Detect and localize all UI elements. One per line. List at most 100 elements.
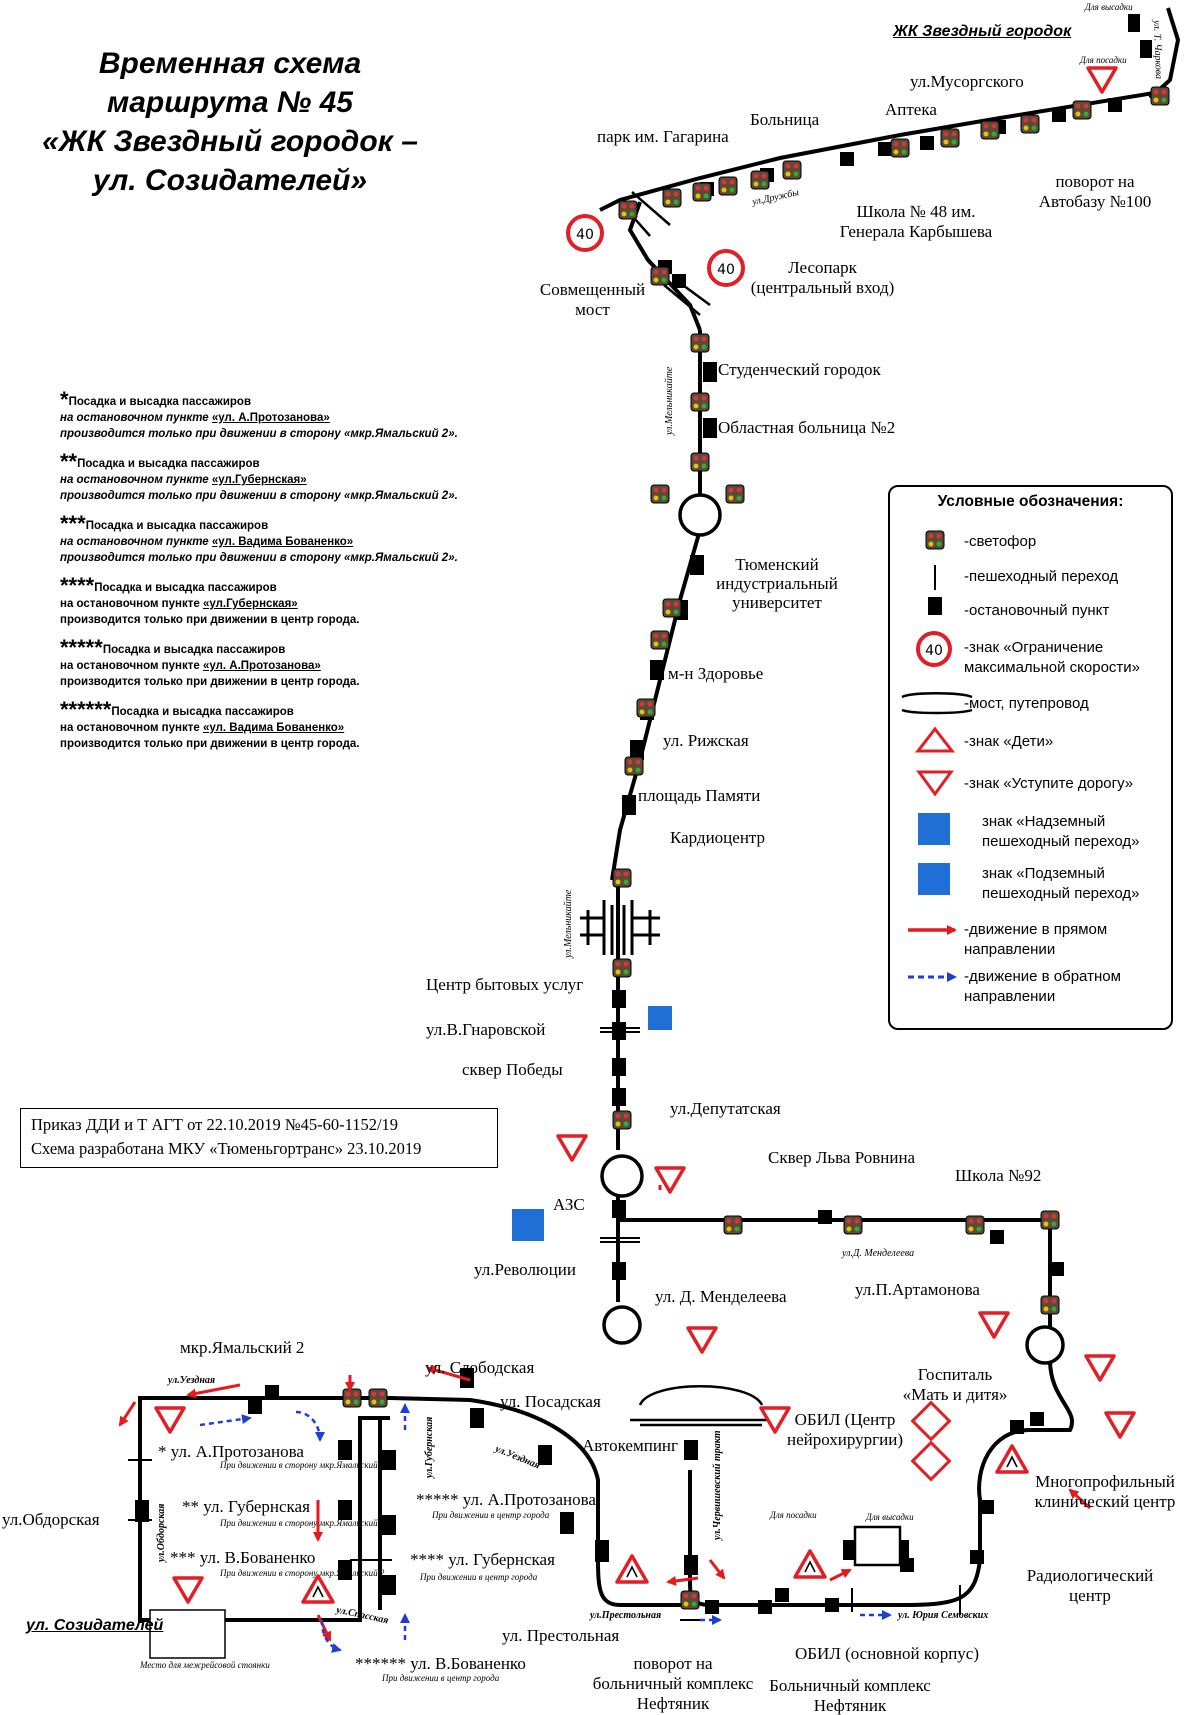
street-melnikayte-top: ул.Мельникайте: [664, 366, 675, 435]
legend-children-icon: [914, 726, 956, 753]
note-gubernskaya-left: При движении в сторону мкр.Ямальский 2: [220, 1518, 385, 1528]
note-drop-obil: Для высадки: [866, 1512, 914, 1522]
street-gubernskaya: ул.Губернская: [424, 1416, 435, 1478]
stop-lesopark: Лесопарк (центральный вход): [750, 258, 895, 297]
stop-protozanova-left: * ул. А.Протозанова: [158, 1442, 304, 1461]
speed-signs: [566, 214, 745, 287]
legend: Условные обозначения: -светофор -пешеход…: [888, 485, 1173, 1030]
stop-cbu: Центр бытовых услуг: [426, 975, 584, 994]
street-obdorskaya: ул.Обдорская: [156, 1503, 167, 1562]
stop-mkc: Многопрофильный клинический центр: [1034, 1472, 1176, 1511]
roundabout-revolyucii: [602, 1305, 642, 1345]
stop-radiolog: Радиологический центр: [1026, 1566, 1154, 1605]
stop-neftyanik: Больничный комплекс Нефтяник: [769, 1676, 931, 1715]
note-bovanenko-right: При движении в центр города: [382, 1673, 500, 1683]
street-melnikayte-mid: ул.Мельникайте: [563, 889, 574, 958]
street-chervishevsky: ул.Червишевский тракт: [712, 1430, 723, 1540]
stop-apteka: Аптека: [885, 100, 937, 119]
stop-gubernskaya-left: ** ул. Губернская: [182, 1497, 310, 1516]
parking-box: [149, 1609, 226, 1659]
stop-sozidateley: ул. Созидателей: [26, 1617, 164, 1634]
overpass-mid: [580, 900, 660, 955]
stop-skver-pobedy: сквер Победы: [462, 1060, 563, 1079]
legend-item-overpass: знак «Надземный пешеходный переход»: [982, 813, 1140, 850]
note-bovanenko-left: При движении в сторону мкр.Ямальский 2: [220, 1568, 385, 1578]
stop-zdorovie: м-н Здоровье: [668, 664, 764, 683]
stop-most: Совмещенный мост: [539, 280, 646, 319]
crossings: [128, 1027, 961, 1621]
note-board-top: Для посадки: [1080, 55, 1127, 65]
stop-gubernskaya-right: **** ул. Губернская: [410, 1550, 555, 1569]
legend-item-forward: -движение в прямом направлении: [964, 921, 1108, 958]
legend-item-stop: -остановочный пункт: [964, 602, 1110, 619]
hazard-signs: [910, 1400, 952, 1482]
legend-item-children: -знак «Дети»: [964, 733, 1054, 750]
stop-obl2: Областная больница №2: [718, 418, 896, 437]
stop-park: парк им. Гагарина: [597, 127, 729, 146]
stop-revolyucii: ул.Революции: [474, 1260, 576, 1279]
stop-bolnica: Больница: [750, 110, 820, 129]
stops: [135, 14, 1152, 1632]
stop-pamyati: площадь Памяти: [638, 786, 761, 805]
order-line-1: Приказ ДДИ и Т АГТ от 22.10.2019 №45-60-…: [31, 1115, 399, 1134]
legend-item-speed: -знак «Ограничение максимальной скорости…: [964, 639, 1141, 676]
stop-yamalsky: мкр.Ямальский 2: [180, 1338, 305, 1357]
note-board-obil: Для посадки: [770, 1510, 817, 1520]
note-mesto: Место для межрейсовой стоянки: [140, 1660, 270, 1670]
pedestrian-signs: [512, 1006, 672, 1241]
stop-obdorskaya: ул.Обдорская: [2, 1510, 100, 1529]
stop-gospital: Госпиталь «Мать и дитя»: [902, 1365, 1008, 1404]
stop-avtobaza: поворот на Автобазу №100: [1038, 172, 1152, 211]
backward-arrows: [199, 1403, 892, 1653]
stop-tiu: Тюменский индустриальный университет: [716, 555, 838, 612]
legend-item-bridge: -мост, путепровод: [964, 695, 1089, 712]
stop-povorot-neft: поворот на больничный комплекс Нефтяник: [592, 1654, 754, 1713]
stop-zk: ЖК Звездный городок: [893, 23, 1072, 40]
legend-overpass-icon: [918, 813, 950, 845]
legend-icons: [901, 530, 973, 982]
legend-underpass-icon: [918, 863, 950, 895]
stop-azs: АЗС: [553, 1195, 585, 1214]
title-line-3: «ЖК Звездный городок –: [42, 125, 418, 158]
forward-arrows: [118, 1185, 1092, 1642]
legend-speed-value: 40: [925, 643, 943, 659]
scheme-title: Временная схема маршрута № 45 «ЖК Звездн…: [30, 44, 430, 200]
order-box: Приказ ДДИ и Т АГТ от 22.10.2019 №45-60-…: [20, 1108, 498, 1168]
legend-item-underpass: знак «Подземный пешеходный переход»: [982, 865, 1140, 902]
legend-item-yield: -знак «Уступите дорогу»: [964, 775, 1134, 792]
children-signs: [301, 1444, 1029, 1604]
note-drop-top: Для высадки: [1085, 2, 1133, 12]
legend-stop-icon: [928, 597, 942, 615]
legend-item-traffic-light: -светофор: [964, 533, 1037, 550]
stop-deputatskaya: ул.Депутатская: [670, 1099, 781, 1118]
order-line-2: Схема разработана МКУ «Тюменьгортранс» 2…: [31, 1139, 422, 1158]
title-line-2: маршрута № 45: [107, 86, 353, 119]
stop-protozanova-right: ***** ул. А.Протозанова: [416, 1490, 596, 1509]
speed-sign-1: 40: [576, 227, 594, 243]
legend-speed-icon: [916, 631, 952, 667]
stop-slobodskaya: ул. Слободская: [425, 1358, 535, 1377]
stop-avtokemping: Автокемпинг: [582, 1436, 678, 1455]
title-line-1: Временная схема: [98, 47, 362, 80]
speed-sign-2: 40: [717, 262, 735, 278]
roundabout-artamonova: [1025, 1325, 1065, 1365]
stop-mendeleeva: ул. Д. Менделеева: [655, 1287, 787, 1306]
stop-posadskaya: ул. Посадская: [500, 1392, 601, 1411]
stop-school48: Школа № 48 им. Генерала Карбышева: [839, 202, 993, 241]
obil-building: [853, 1525, 902, 1567]
stop-student: Студенческий городок: [718, 360, 881, 379]
note-gubernskaya-right: При движении в центр города: [420, 1572, 538, 1582]
stop-musorgsky: ул.Мусоргского: [910, 72, 1024, 91]
street-semovskih: ул. Юрия Семовских: [898, 1610, 989, 1621]
stop-bovanenko-right: ****** ул. В.Бованенко: [355, 1654, 526, 1673]
street-prestolnaya: ул.Престольная: [590, 1610, 662, 1621]
stop-artamonova: ул.П.Артамонова: [855, 1280, 980, 1299]
roundabout-deputatskaya: [600, 1154, 644, 1198]
